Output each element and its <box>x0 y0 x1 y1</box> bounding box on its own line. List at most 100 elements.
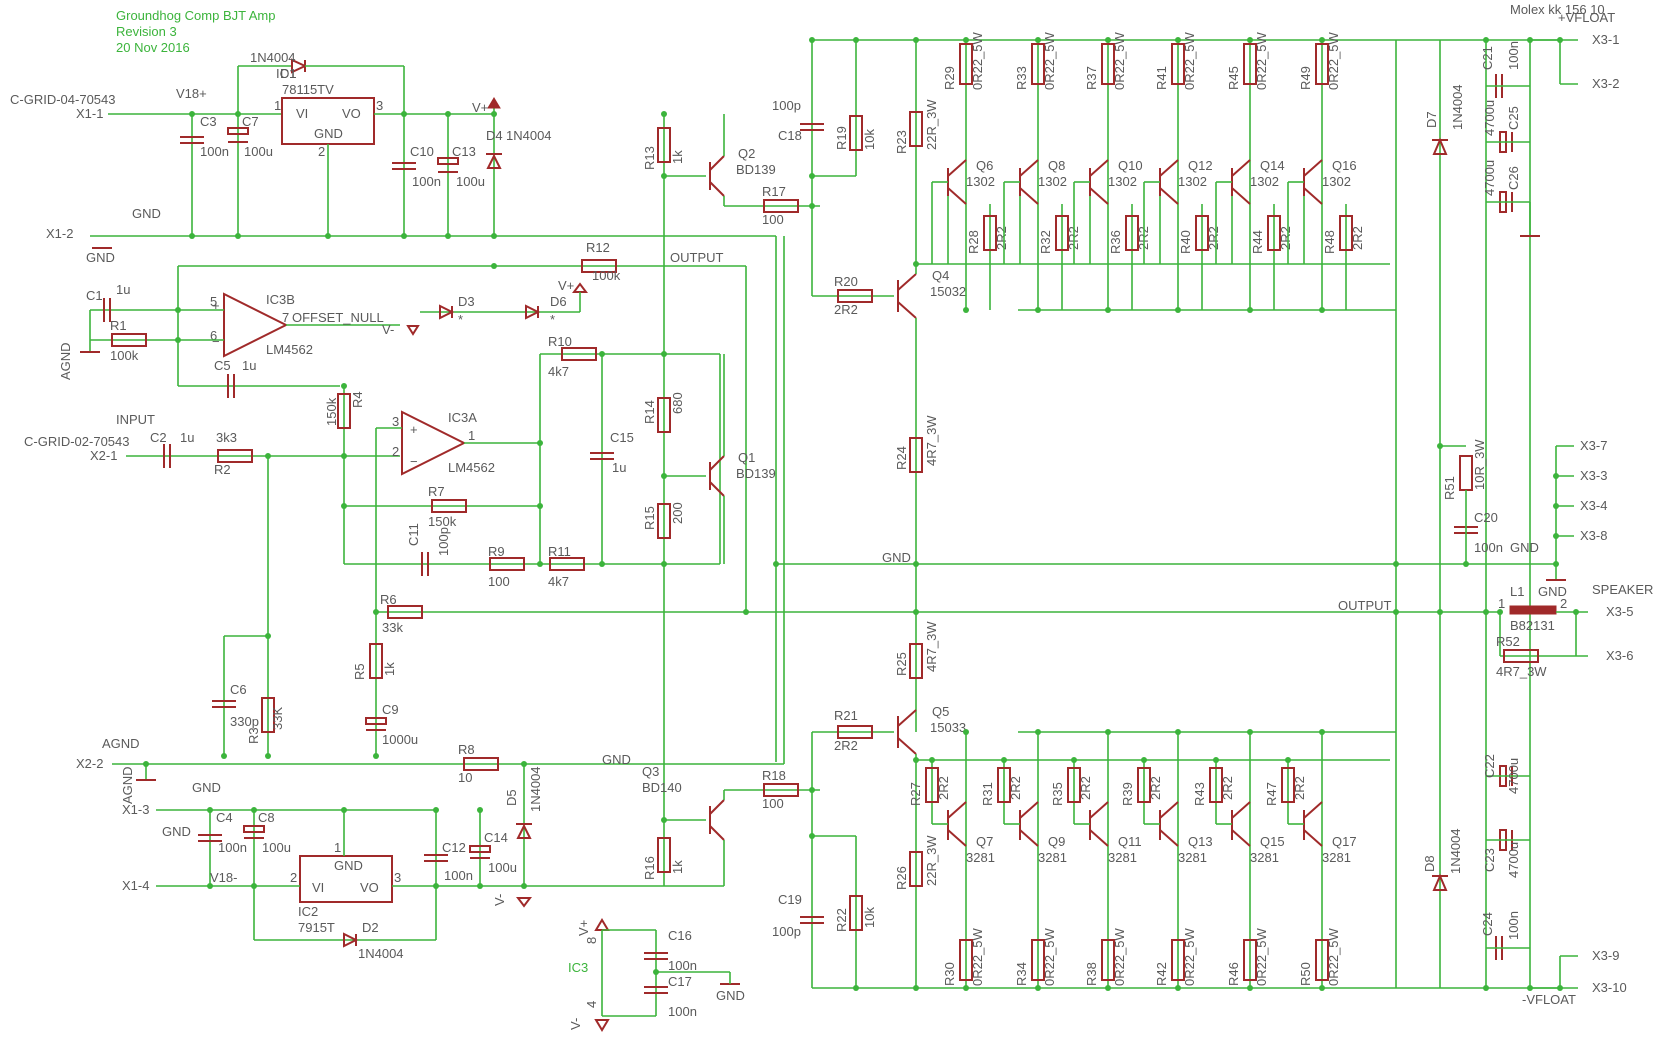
r52-label: R52 <box>1496 634 1520 649</box>
c15-value: 1u <box>612 460 626 475</box>
x2-connector-name: C-GRID-02-70543 <box>24 434 130 449</box>
c23-value: 4700u <box>1506 842 1521 878</box>
offset-null-section: R12 100k OUTPUT +− IC3B LM4562 5 6 7 C1 … <box>58 240 747 612</box>
upper-transistor-value: 1302 <box>1108 174 1137 189</box>
x3-9-label: X3-9 <box>1592 948 1619 963</box>
r9-label: R9 <box>488 544 505 559</box>
lower-emitter-resistor <box>959 939 973 981</box>
r51-value: 10R_3W <box>1472 439 1487 490</box>
lower-base-resistor-value: 2R2 <box>1292 776 1307 800</box>
d4-label: D4 <box>486 128 503 143</box>
lower-base-resistor-label: R47 <box>1264 782 1279 806</box>
x1-3-label: X1-3 <box>122 802 149 817</box>
r25-value: 4R7_3W <box>924 621 939 672</box>
r17-label: R17 <box>762 184 786 199</box>
c10-label: C10 <box>410 144 434 159</box>
upper-base-resistor <box>983 215 997 251</box>
ic2-regulator <box>299 855 393 903</box>
r22-label: R22 <box>834 908 849 932</box>
lower-transistor-label: Q7 <box>976 834 993 849</box>
d1-label: D1 <box>280 66 297 81</box>
r21-value: 2R2 <box>834 738 858 753</box>
x3-10-label: X3-10 <box>1592 980 1627 995</box>
title-line-3: 20 Nov 2016 <box>116 40 190 55</box>
c11-value: 100p <box>436 527 451 556</box>
upper-transistor-label: Q16 <box>1332 158 1357 173</box>
upper-emitter-resistor <box>959 43 973 85</box>
x1-1-label: X1-1 <box>76 106 103 121</box>
r24-resistor <box>909 437 923 473</box>
x1-2-label: X1-2 <box>46 226 73 241</box>
r23-resistor <box>909 111 923 147</box>
l1-label: L1 <box>1510 584 1524 599</box>
gnd-symbol-right: GND <box>1538 584 1567 599</box>
upper-emitter-resistor <box>1101 43 1115 85</box>
upper-transistor-value: 1302 <box>1178 174 1207 189</box>
ic3-label: IC3 <box>568 960 588 975</box>
gnd-net-right: GND <box>1510 540 1539 555</box>
lower-transistor-value: 3281 <box>1250 850 1279 865</box>
r21-resistor <box>837 725 873 739</box>
ic1-label: IC1 <box>276 66 296 81</box>
r4-value: 150k <box>324 397 339 426</box>
upper-base-resistor-label: R32 <box>1038 230 1053 254</box>
c18-value: 100p <box>772 98 801 113</box>
lower-emitter-resistor-value: 0R22_5W <box>1182 927 1197 986</box>
r16-label: R16 <box>642 856 657 880</box>
q5-label: Q5 <box>932 704 949 719</box>
v18p-net: V18+ <box>176 86 207 101</box>
upper-emitter-resistor-value: 0R22_5W <box>1326 31 1341 90</box>
lower-base-resistor <box>1209 767 1223 803</box>
r13-resistor <box>657 127 671 163</box>
title-line-1: Groundhog Comp BJT Amp <box>116 8 275 23</box>
lower-transistor-label: Q11 <box>1118 834 1142 849</box>
upper-emitter-resistor-label: R33 <box>1014 66 1029 90</box>
ic3-power-section: V+ 8 4 IC3 C16 100n GND C17 100n V- <box>568 918 745 1032</box>
c22-value: 4700u <box>1506 758 1521 794</box>
lower-emitter-resistor-value: 0R22_5W <box>1254 927 1269 986</box>
r4-resistor <box>337 393 351 429</box>
ic2-pin3: 3 <box>394 870 401 885</box>
r9-resistor <box>489 557 525 571</box>
r26-value: 22R_3W <box>924 835 939 886</box>
lower-transistor-value: 3281 <box>966 850 995 865</box>
lower-base-resistor-value: 2R2 <box>936 776 951 800</box>
d5-label: D5 <box>504 789 519 806</box>
junction-dots <box>143 37 1579 991</box>
svg-text:+: + <box>212 298 220 313</box>
lower-base-resistor-value: 2R2 <box>1220 776 1235 800</box>
r2-label: R2 <box>214 462 231 477</box>
r23-label: R23 <box>894 130 909 154</box>
d6-star: * <box>550 312 555 327</box>
upper-base-resistor-label: R44 <box>1250 230 1265 254</box>
lower-emitter-resistor-label: R42 <box>1154 962 1169 986</box>
svg-text:+: + <box>410 422 418 437</box>
x3-7-label: X3-7 <box>1580 438 1607 453</box>
c26-value: 4700u <box>1482 160 1497 196</box>
r24-value: 4R7_3W <box>924 415 939 466</box>
lower-base-resistor-label: R43 <box>1192 782 1207 806</box>
r19-resistor <box>849 115 863 151</box>
q4-value: 15032 <box>930 284 966 299</box>
c1-label: C1 <box>86 288 103 303</box>
ic1-gnd: GND <box>314 126 343 141</box>
d8-value: 1N4004 <box>1448 828 1463 874</box>
lower-base-resistor-value: 2R2 <box>1078 776 1093 800</box>
lower-base-resistor-value: 2R2 <box>1008 776 1023 800</box>
vfloat-minus-net: -VFLOAT <box>1522 992 1576 1007</box>
c3-value: 100n <box>200 144 229 159</box>
d5-vminus: V- <box>492 894 507 906</box>
d2-value: 1N4004 <box>358 946 404 961</box>
r25-resistor <box>909 643 923 679</box>
x3-connector-name: Molex kk 156 10 <box>1510 2 1605 17</box>
upper-transistor-value: 1302 <box>966 174 995 189</box>
upper-emitter-resistor <box>1315 43 1329 85</box>
upper-transistor-label: Q12 <box>1188 158 1213 173</box>
upper-emitter-resistor-label: R29 <box>942 66 957 90</box>
negative-regulator-section: AGND X2-2 AGND R8 10 GND D5 1N4004 GND X… <box>76 236 785 961</box>
ic2-gnd: GND <box>334 858 363 873</box>
upper-transistor-label: Q8 <box>1048 158 1065 173</box>
lower-transistor-value: 3281 <box>1178 850 1207 865</box>
d4-vplus: V+ <box>472 100 488 115</box>
c12-value: 100n <box>444 868 473 883</box>
